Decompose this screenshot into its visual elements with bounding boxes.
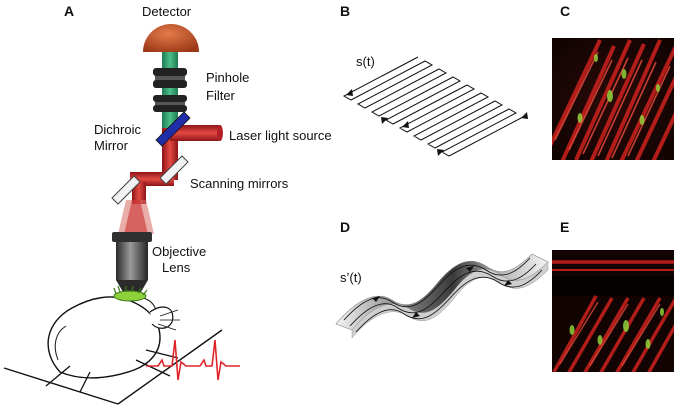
label-dichroic: Dichroic (94, 122, 141, 137)
raster-scan-path (342, 56, 528, 157)
label-detector: Detector (142, 4, 192, 19)
mouse-icon (45, 285, 180, 393)
dichroic-mirror-icon (155, 111, 191, 147)
panel-label-d: D (340, 219, 350, 235)
tissue-image-flat (552, 38, 674, 160)
objective-lens-icon (112, 232, 152, 292)
label-mirror: Mirror (94, 138, 129, 153)
laser-beam (170, 125, 220, 141)
scanning-mirror-icon (159, 155, 189, 185)
panel-label-b: B (340, 3, 350, 19)
label-scanning-mirrors: Scanning mirrors (190, 176, 289, 191)
tissue-image-motion (552, 250, 674, 372)
label-scan-path-flat: s(t) (356, 54, 375, 69)
panel-label-e: E (560, 219, 569, 235)
label-filter: Filter (206, 88, 236, 103)
panel-label-c: C (560, 3, 570, 19)
detection-beam (162, 52, 178, 128)
label-scan-path-wavy: s’(t) (340, 270, 362, 285)
label-objective: Objective (152, 244, 206, 259)
label-lens: Lens (162, 260, 191, 275)
wavy-scan-surface (335, 253, 549, 339)
pinhole-filter-icon (153, 68, 187, 112)
stage-edge (3, 367, 119, 405)
label-pinhole: Pinhole (206, 70, 249, 85)
stage-edge (117, 329, 223, 405)
detector-icon (143, 24, 199, 52)
ecg-trace (146, 339, 240, 381)
microscope-setup (3, 24, 240, 405)
label-laser: Laser light source (229, 128, 332, 143)
panel-label-a: A (64, 3, 74, 19)
scanning-mirror-icon (111, 175, 141, 205)
